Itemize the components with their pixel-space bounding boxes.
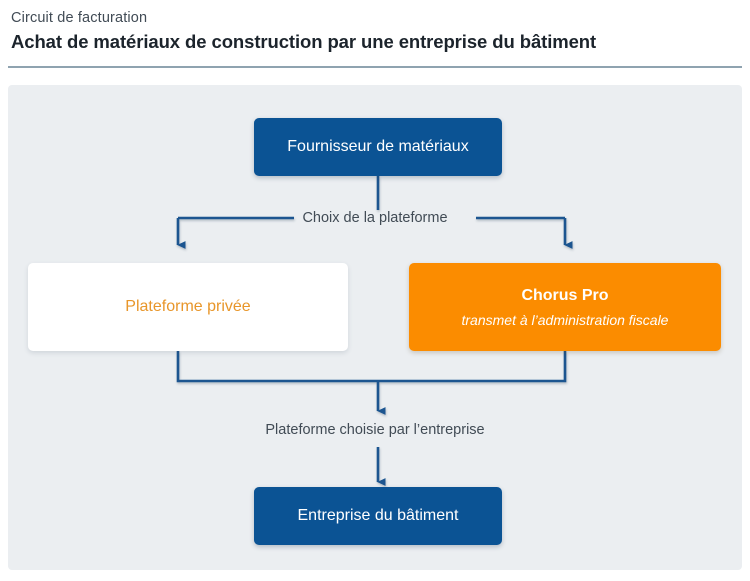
page-header: Circuit de facturation Achat de matériau… [0, 0, 750, 70]
node-company-label: Entreprise du bâtiment [297, 507, 459, 524]
page-title: Achat de matériaux de construction par u… [11, 31, 597, 52]
edge-label-chosen: Plateforme choisie par l’entreprise [265, 422, 485, 438]
node-private-platform-label: Plateforme privée [125, 298, 251, 315]
header-divider [8, 66, 742, 68]
flowchart-panel: Fournisseur de matériaux Choix de la pla… [8, 85, 742, 570]
node-company[interactable]: Entreprise du bâtiment [254, 487, 502, 545]
node-chorus-pro-sublabel: transmet à l’administration fiscale [461, 311, 669, 328]
edge-label-choice: Choix de la plateforme [302, 210, 448, 226]
node-chorus-pro-label: Chorus Pro [521, 286, 609, 304]
node-chorus-pro[interactable]: Chorus Pro transmet à l’administration f… [409, 263, 721, 351]
node-supplier-label: Fournisseur de matériaux [287, 138, 469, 155]
node-private-platform[interactable]: Plateforme privée [28, 263, 348, 351]
node-supplier[interactable]: Fournisseur de matériaux [254, 118, 502, 176]
header-eyebrow: Circuit de facturation [11, 10, 148, 26]
